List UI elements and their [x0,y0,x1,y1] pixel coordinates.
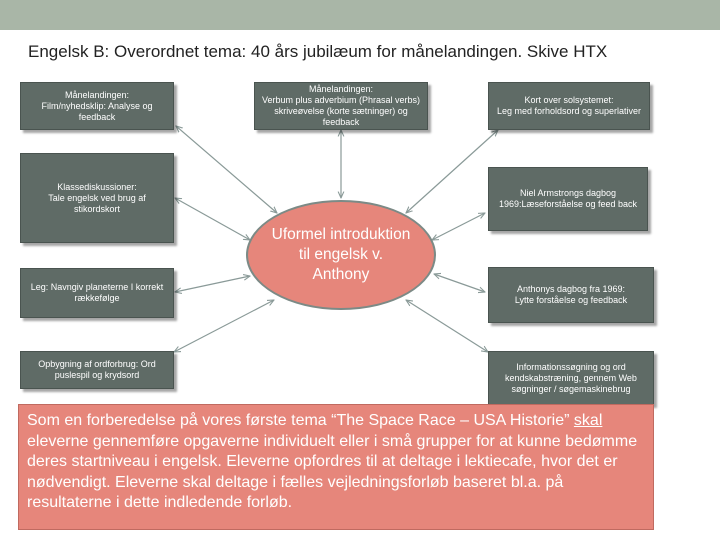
note-text-part2: eleverne gennemføre opgaverne individuel… [27,432,638,512]
note-text-part1: Som en forberedelse på vores første tema… [27,412,570,429]
node-anthonys-dagbog: Anthonys dagbog fra 1969: Lytte forståel… [488,267,654,323]
node-informationssoegning: Informationssøgning og ord kendskabstræn… [488,351,654,405]
connector-information [406,300,488,352]
node-niel-armstrong-dagbog-label: Niel Armstrongs dagbog 1969:Læseforståel… [498,188,638,209]
node-informationssoegning-label: Informationssøgning og ord kendskabstræn… [505,361,637,394]
top-bar [0,0,720,30]
center-node: Uformel introduktion til engelsk v. Anth… [246,200,436,310]
node-opbygning-ordforbrug-label: Opbygning af ordforbrug: Ord puslespil o… [38,359,156,380]
connector-klasse [175,198,250,240]
node-leg-planeterne: Leg: Navngiv planeterne I korrekt rækkef… [20,268,174,318]
page-title: Engelsk B: Overordnet tema: 40 års jubil… [28,42,608,61]
connector-film [176,126,277,213]
node-verbum-adverbium: Månelandingen: Verbum plus adverbium (Ph… [254,82,428,130]
node-leg-planeterne-label: Leg: Navngiv planeterne I korrekt rækkef… [30,282,164,303]
center-node-label: Uformel introduktion til engelsk v. Anth… [271,226,411,283]
preparation-note: Som en forberedelse på vores første tema… [18,404,654,530]
node-opbygning-ordforbrug: Opbygning af ordforbrug: Ord puslespil o… [20,351,174,389]
connector-anthony [434,274,485,292]
connector-kort [406,130,498,213]
node-klassediskussioner-label: Klassediskussioner: Tale engelsk ved bru… [48,181,146,214]
node-klassediskussioner: Klassediskussioner: Tale engelsk ved bru… [20,153,174,243]
note-text-underlined: skal [573,412,603,429]
node-niel-armstrong-dagbog: Niel Armstrongs dagbog 1969:Læseforståel… [488,167,648,231]
connector-opbygning [174,300,274,352]
connector-leg [175,276,250,292]
node-kort-solsystemet-label: Kort over solsystemet: Leg med forholdso… [496,95,642,116]
node-film-nyhedsklip-label: Månelandingen: Film/nyhedsklip: Analyse … [41,89,153,122]
node-verbum-adverbium-label: Månelandingen: Verbum plus adverbium (Ph… [261,84,421,127]
connector-niel [432,213,485,240]
node-film-nyhedsklip: Månelandingen: Film/nyhedsklip: Analyse … [20,82,174,130]
node-anthonys-dagbog-label: Anthonys dagbog fra 1969: Lytte forståel… [514,284,628,305]
node-kort-solsystemet: Kort over solsystemet: Leg med forholdso… [488,82,650,130]
